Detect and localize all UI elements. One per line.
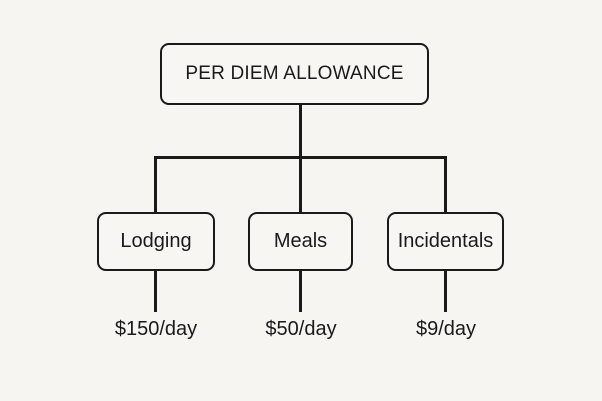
node-meals-label: Meals	[273, 230, 328, 252]
connector-lodging-amount	[154, 270, 157, 312]
connector-to-incidentals	[444, 156, 447, 213]
root-node-per-diem-allowance: PER DIEM ALLOWANCE	[160, 43, 429, 105]
node-lodging: Lodging	[97, 212, 215, 271]
node-incidentals: Incidentals	[387, 212, 504, 271]
connector-to-lodging	[154, 156, 157, 213]
connector-incidentals-amount	[444, 270, 447, 312]
connector-meals-amount	[299, 270, 302, 312]
amount-meals: $50/day	[265, 318, 337, 340]
root-node-label: PER DIEM ALLOWANCE	[185, 63, 404, 84]
node-meals: Meals	[248, 212, 353, 271]
connector-to-meals	[299, 156, 302, 213]
node-incidentals-label: Incidentals	[397, 230, 494, 252]
amount-lodging: $150/day	[114, 318, 198, 340]
amount-incidentals: $9/day	[415, 318, 477, 340]
connector-root-down	[299, 104, 302, 159]
node-lodging-label: Lodging	[120, 230, 192, 252]
